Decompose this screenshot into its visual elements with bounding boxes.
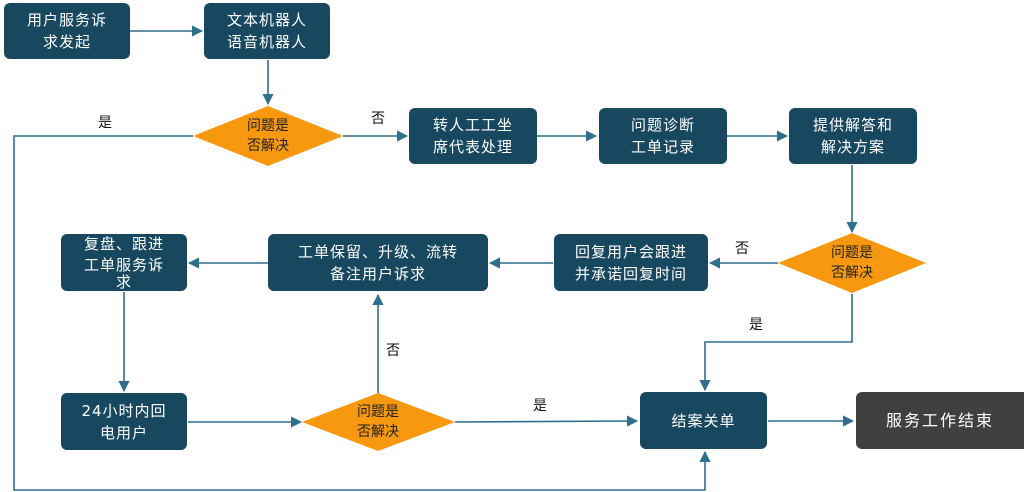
label-d2-no: 否 (735, 241, 749, 257)
decision-3-text: 问题是 否解决 (328, 400, 428, 444)
node-end-label: 服务工作结束 (885, 410, 994, 430)
node-diagnose: 问题诊断 工单记录 (599, 108, 727, 164)
node-close: 结案关单 (640, 392, 767, 449)
edge-d2-close (699, 294, 853, 392)
node-retain: 工单保留、升级、流转 备注用户诉求 (268, 234, 488, 291)
label-d3-no: 否 (386, 343, 400, 359)
decision-shape-1 (193, 106, 343, 166)
decision-2-text: 问题是 否解决 (802, 241, 902, 285)
node-solution: 提供解答和 解决方案 (789, 108, 917, 164)
node-transfer: 转人工工坐 席代表处理 (409, 108, 537, 164)
node-solution-line-1: 提供解答和 (812, 116, 893, 134)
node-end: 服务工作结束 (856, 392, 1024, 449)
node-robots-line-1: 文本机器人 (226, 11, 307, 29)
edge-d1-close (13, 135, 711, 491)
node-review-line-3: 求 (115, 273, 132, 291)
node-reply-24h-line-2: 电用户 (99, 423, 148, 442)
decision-1-text: 问题是 否解决 (218, 114, 318, 158)
decision-shape-3 (302, 393, 455, 451)
node-review: 复盘、跟进 工单服务诉 求 (61, 234, 187, 291)
node-reply-24h-line-1: 24小时内回 (81, 401, 167, 420)
node-callback-line-1: 回复用户会跟进 (574, 242, 687, 261)
decision-2-line-1: 问题是 (831, 245, 873, 261)
node-retain-line-1: 工单保留、升级、流转 (297, 242, 458, 261)
node-solution-line-2: 解决方案 (820, 138, 885, 156)
node-request-line-2: 求发起 (42, 33, 91, 51)
node-robots-line-2: 语音机器人 (226, 33, 307, 51)
node-review-line-2: 工单服务诉 (83, 256, 164, 274)
decision-1-line-1: 问题是 (247, 118, 289, 134)
node-retain-line-2: 备注用户诉求 (329, 264, 426, 283)
node-request-line-1: 用户服务诉 (26, 11, 107, 29)
node-reply-24h: 24小时内回 电用户 (61, 393, 187, 450)
node-request: 用户服务诉 求发起 (4, 3, 130, 59)
node-diagnose-line-2: 工单记录 (630, 138, 695, 156)
node-transfer-line-1: 转人工工坐 (432, 116, 513, 134)
label-d3-yes: 是 (533, 398, 547, 414)
edge-d3-close (454, 415, 639, 427)
node-robots: 文本机器人 语音机器人 (204, 3, 330, 59)
node-close-label: 结案关单 (671, 411, 736, 430)
decision-2-line-2: 否解决 (831, 265, 873, 281)
decision-3-line-1: 问题是 (357, 404, 399, 420)
decision-3-line-2: 否解决 (357, 424, 399, 440)
decision-shape-2 (778, 233, 926, 293)
node-callback-line-2: 并承诺回复时间 (574, 264, 687, 283)
node-diagnose-line-1: 问题诊断 (630, 116, 695, 134)
node-callback: 回复用户会跟进 并承诺回复时间 (554, 234, 708, 291)
label-d1-yes: 是 (98, 115, 112, 131)
node-review-line-1: 复盘、跟进 (83, 235, 164, 253)
decision-1-line-2: 否解决 (247, 138, 289, 154)
node-transfer-line-2: 席代表处理 (432, 138, 513, 156)
label-d1-no: 否 (371, 111, 385, 127)
label-d2-yes: 是 (749, 317, 763, 333)
